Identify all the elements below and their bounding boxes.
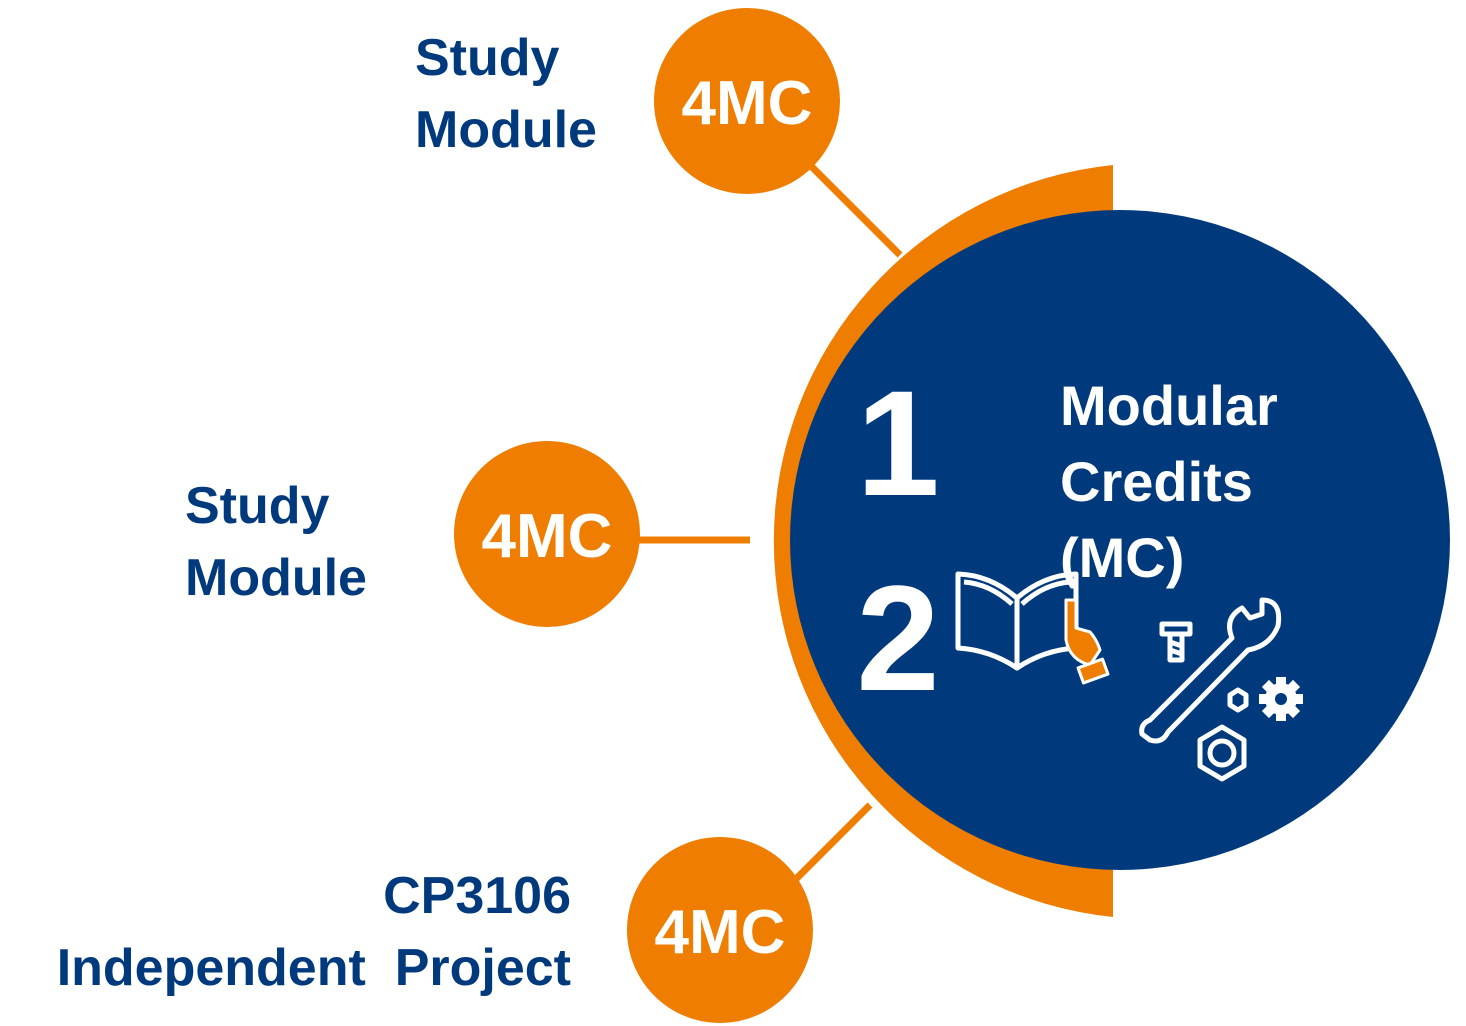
node-label-line: CP3106 <box>383 867 571 925</box>
center-title-line-3: (MC) <box>1060 526 1184 589</box>
open-book-with-hand-icon <box>955 571 1110 685</box>
node-label-middle: Study Module <box>185 470 367 614</box>
number-two: 2 <box>856 554 939 722</box>
bolt-icon <box>1159 621 1193 637</box>
node-value: 4MC <box>682 69 813 138</box>
node-label-top: Study Module <box>415 22 597 166</box>
center-title-line-1: Modular <box>1060 374 1278 437</box>
node-label-line: Study <box>185 477 330 535</box>
wrench-icon <box>1139 597 1282 744</box>
center-title-line-2: Credits <box>1060 450 1253 513</box>
node-label-line: Module <box>415 101 597 159</box>
hex-nut-icon <box>1197 724 1247 782</box>
node-label-line: Study <box>415 29 560 87</box>
node-value: 4MC <box>482 502 613 571</box>
node-label-bottom: CP3106 Independent Project <box>57 860 571 1004</box>
node-top: 4MC <box>654 8 840 194</box>
tools-icon <box>1139 597 1282 782</box>
connector-bottom <box>787 802 873 888</box>
connector-top <box>807 162 903 258</box>
node-middle: 4MC <box>454 441 640 627</box>
gear-icon <box>1259 677 1303 721</box>
node-value: 4MC <box>655 898 786 967</box>
node-label-line: Module <box>185 549 367 607</box>
number-one: 1 <box>856 359 939 527</box>
node-label-line: Independent Project <box>56 939 571 997</box>
node-bottom: 4MC <box>627 837 813 1023</box>
small-nut-icon <box>1227 687 1249 713</box>
